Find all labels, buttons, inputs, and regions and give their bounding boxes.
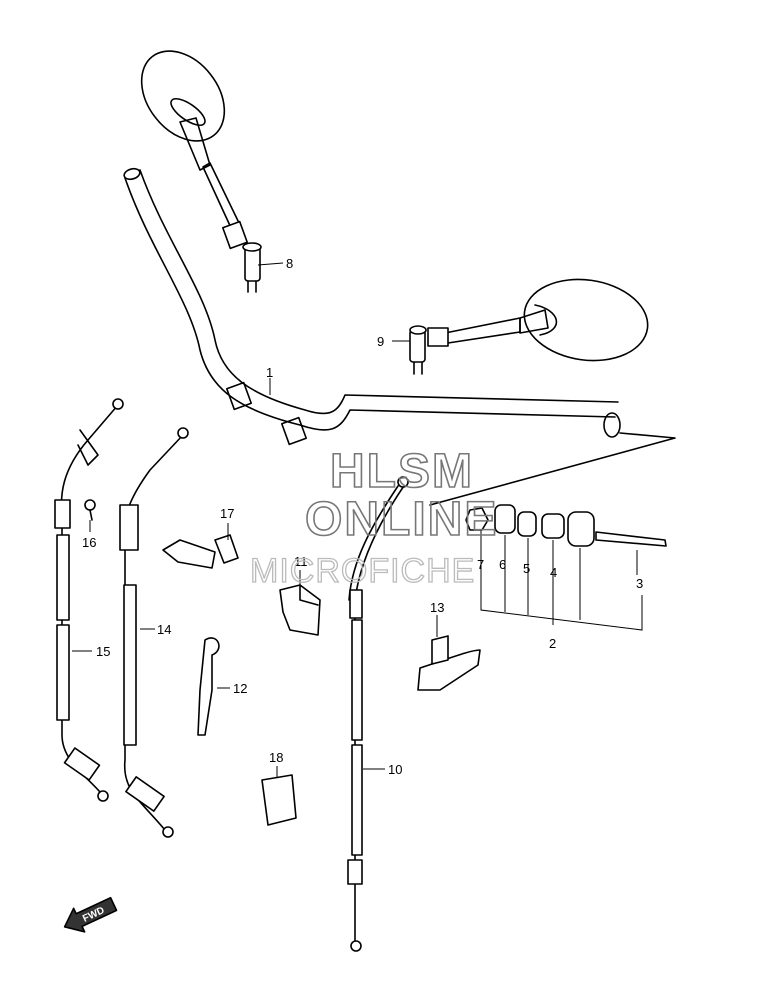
callout-1: 1 xyxy=(266,365,273,380)
callout-15: 15 xyxy=(96,644,110,659)
callout-14: 14 xyxy=(157,622,171,637)
left-mirror[interactable] xyxy=(125,35,262,293)
right-mirror[interactable] xyxy=(409,272,653,375)
fwd-direction-marker: FWD xyxy=(63,896,118,933)
callout-3: 3 xyxy=(636,576,643,591)
watermark-line-3: MICROFICHE xyxy=(250,552,475,590)
callout-18: 18 xyxy=(269,750,283,765)
label-sticker[interactable] xyxy=(261,774,297,826)
callout-10: 10 xyxy=(388,762,402,777)
cable-clamp[interactable] xyxy=(162,534,239,569)
callout-12: 12 xyxy=(233,681,247,696)
callout-labels: 1 2 3 4 5 6 7 8 9 10 11 12 13 14 15 16 1… xyxy=(82,256,643,777)
screw-16[interactable] xyxy=(84,499,96,521)
callout-16: 16 xyxy=(82,535,96,550)
handlebar[interactable] xyxy=(123,167,621,446)
callout-2: 2 xyxy=(549,636,556,651)
callout-7: 7 xyxy=(477,557,484,572)
watermark: HLSM ONLINE MICROFICHE xyxy=(249,444,498,590)
cable-holder[interactable] xyxy=(417,635,481,691)
cable-bracket[interactable] xyxy=(279,584,321,636)
callout-8: 8 xyxy=(286,256,293,271)
throttle-cable[interactable] xyxy=(347,476,409,952)
cable-14[interactable] xyxy=(119,427,189,838)
callout-5: 5 xyxy=(523,561,530,576)
bar-end-assembly[interactable] xyxy=(429,432,676,547)
callout-9: 9 xyxy=(377,334,384,349)
leader-lines xyxy=(72,262,643,778)
callout-11: 11 xyxy=(294,554,308,569)
callout-17: 17 xyxy=(220,506,234,521)
watermark-line-1: HLSM xyxy=(330,445,474,498)
callout-13: 13 xyxy=(430,600,444,615)
cable-tie[interactable] xyxy=(197,637,220,736)
callout-4: 4 xyxy=(550,565,557,580)
cable-15[interactable] xyxy=(54,398,124,802)
watermark-line-2: ONLINE xyxy=(305,493,498,546)
callout-6: 6 xyxy=(499,557,506,572)
